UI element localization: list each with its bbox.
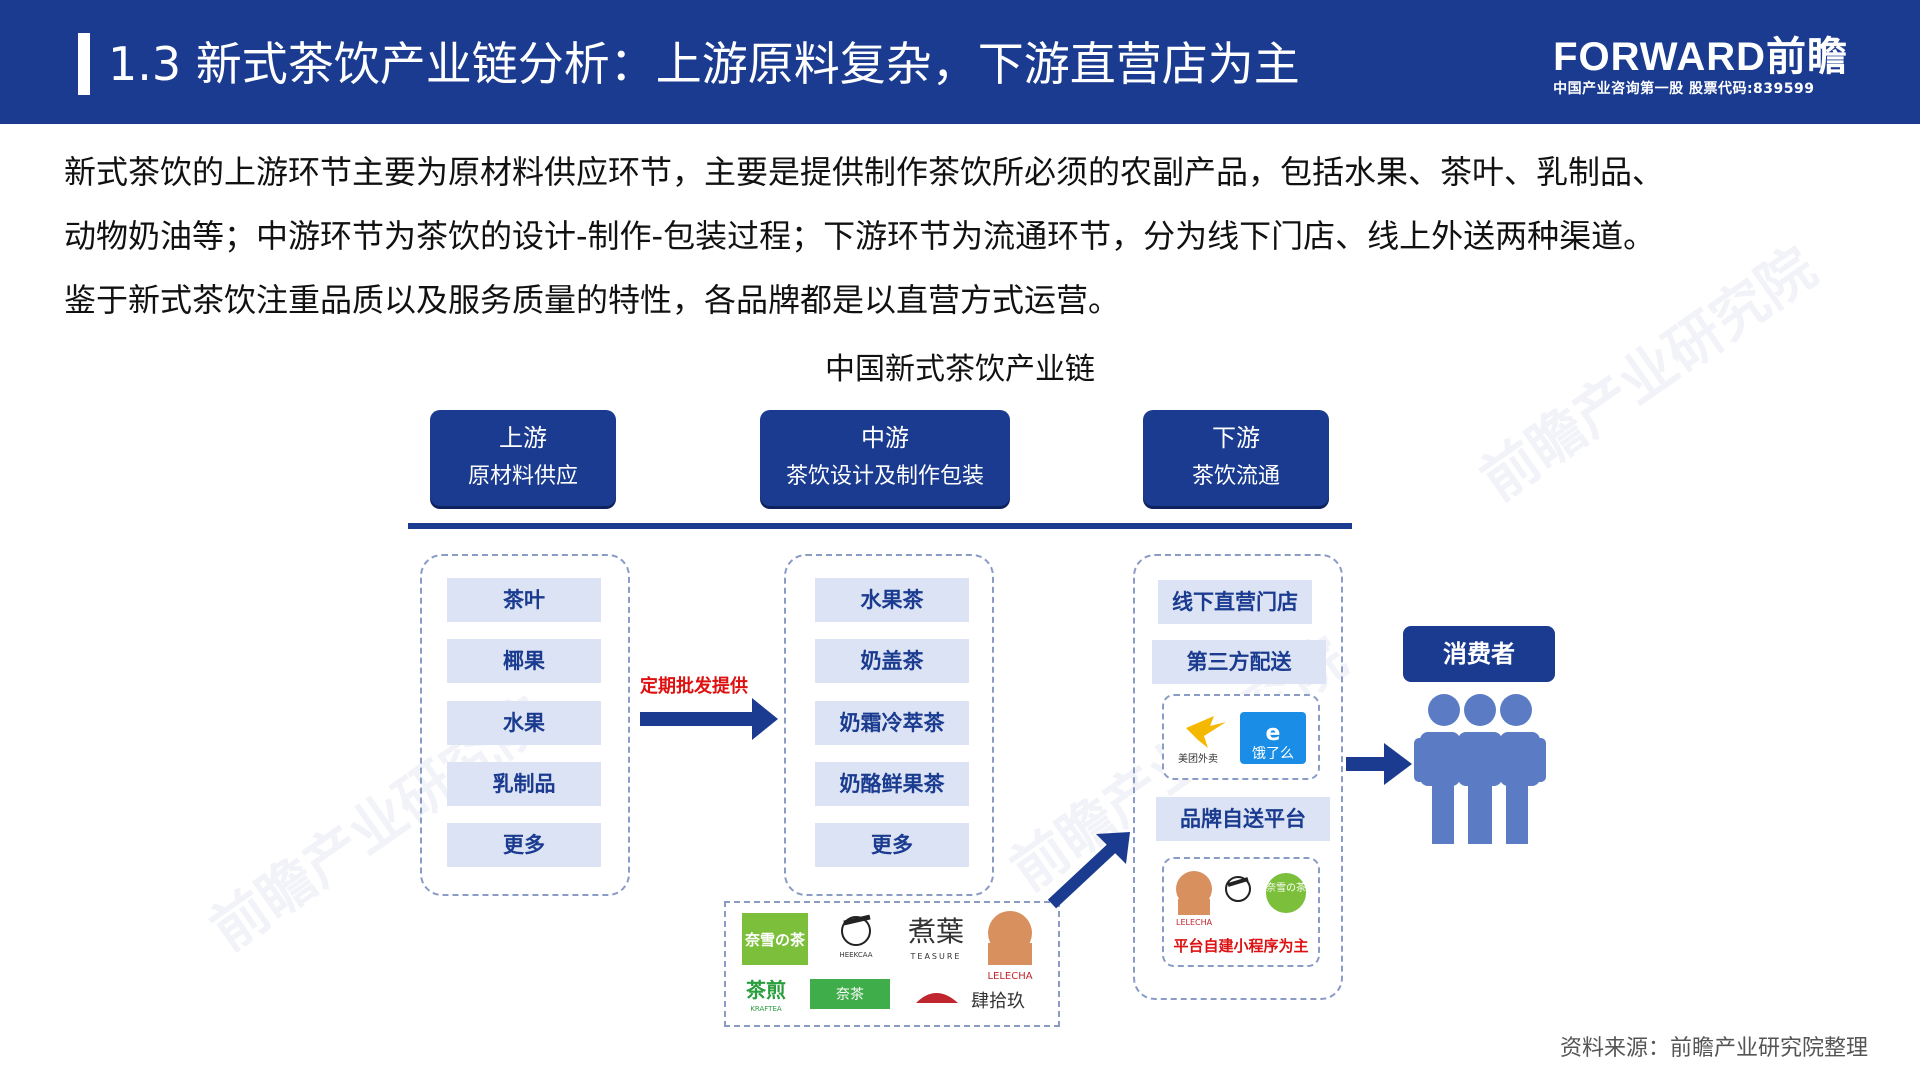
stage-desc: 茶饮流通 [1191, 464, 1280, 489]
intro-line: 动物奶油等；中游环节为茶饮的设计-制作-包装过程；下游环节为流通环节，分为线下门… [64, 217, 1656, 255]
midstream-item: 更多 [815, 823, 969, 867]
source-note: 资料来源：前瞻产业研究院整理 [1559, 1036, 1868, 1061]
upstream-item: 更多 [447, 823, 601, 867]
brand-subtitle: 中国产业咨询第一股 股票代码:839599 [1553, 81, 1815, 97]
brand-label: 奈茶 [836, 987, 864, 1003]
stage-upstream: 上游 原材料供应 [430, 410, 616, 506]
brand-logo: FORWARD前瞻 中国产业咨询第一股 股票代码:839599 [1553, 34, 1848, 98]
arrow-label: 定期批发提供 [640, 676, 748, 697]
naicha-brand-icon [810, 979, 890, 1009]
brand-platform-caption: 平台自建小程序为主 [1173, 937, 1308, 955]
stage-name: 下游 [1212, 424, 1260, 452]
naixue-label: 奈雪の茶 [1266, 881, 1306, 894]
intro-line: 鉴于新式茶饮注重品质以及服务质量的特性，各品牌都是以直营方式运营。 [64, 281, 1121, 319]
stage-name: 中游 [861, 424, 909, 452]
upstream-item: 水果 [447, 701, 601, 745]
stage-downstream: 下游 茶饮流通 [1143, 410, 1329, 506]
title-accent-bar [78, 33, 90, 95]
upstream-item: 茶叶 [447, 578, 601, 622]
lelecha-label: LELECHA [1176, 918, 1213, 927]
diagram-title: 中国新式茶饮产业链 [825, 352, 1095, 387]
naixue-icon [1266, 873, 1306, 913]
brand-label: LELECHA [987, 971, 1032, 982]
upstream-item: 椰果 [447, 639, 601, 683]
upstream-item: 乳制品 [447, 762, 601, 806]
consumer-group-icon [1414, 694, 1546, 844]
divider-line [408, 523, 1352, 529]
stage-midstream: 中游 茶饮设计及制作包装 [760, 410, 1010, 506]
brand-label: HEEKCAA [840, 951, 873, 959]
brand-label: 煮葉 [908, 915, 964, 948]
intro-paragraph: 新式茶饮的上游环节主要为原材料供应环节，主要是提供制作茶饮所必须的农副产品，包括… [64, 140, 1874, 332]
midstream-brand-logos-svg: 奈雪の茶 HEEKCAA 煮葉 TEASURE LELECHA 茶煎 KRAFT… [742, 911, 1033, 1013]
eleme-icon [1240, 712, 1306, 764]
brand-name: FORWARD前瞻 [1553, 35, 1848, 79]
delivery-logos: 美团外卖 e 饿了么 [1162, 694, 1320, 780]
stage-desc: 原材料供应 [467, 464, 578, 489]
naixue-brand-icon [742, 913, 808, 965]
midstream-item: 奶盖茶 [815, 639, 969, 683]
stage-name: 上游 [499, 424, 547, 452]
downstream-item: 品牌自送平台 [1156, 797, 1330, 841]
brand-label: 奈雪の茶 [744, 931, 806, 949]
meituan-icon [1186, 716, 1226, 748]
downstream-group [1133, 554, 1343, 1000]
meituan-label: 美团外卖 [1178, 752, 1218, 765]
stage-desc: 茶饮设计及制作包装 [785, 464, 984, 489]
arrow-right-icon [1346, 743, 1412, 785]
brand-label: TEASURE [910, 952, 962, 961]
brand-label: 肆拾玖 [971, 991, 1025, 1012]
header-bar: 1.3 新式茶饮产业链分析：上游原料复杂，下游直营店为主 FORWARD前瞻 中… [0, 0, 1920, 124]
downstream-item: 线下直营门店 [1158, 580, 1312, 624]
eleme-label: 饿了么 [1252, 746, 1294, 762]
brand-platform-logos-svg: LELECHA 奈雪の茶 平台自建小程序为主 [1173, 871, 1309, 955]
downstream-item: 第三方配送 [1152, 640, 1326, 684]
brand-label: KRAFTEA [750, 1005, 782, 1013]
teapot-icon [916, 993, 958, 1003]
page-title: 1.3 新式茶饮产业链分析：上游原料复杂，下游直营店为主 [108, 37, 1300, 91]
midstream-group [784, 554, 994, 896]
midstream-item: 水果茶 [815, 578, 969, 622]
midstream-item: 奶霜冷萃茶 [815, 701, 969, 745]
svg-text:e: e [1266, 721, 1281, 746]
consumer-label: 消费者 [1403, 626, 1555, 682]
delivery-logos-svg: 美团外卖 e 饿了么 [1178, 712, 1306, 765]
midstream-brand-logos: 奈雪の茶 HEEKCAA 煮葉 TEASURE LELECHA 茶煎 KRAFT… [724, 901, 1060, 1027]
intro-line: 新式茶饮的上游环节主要为原材料供应环节，主要是提供制作茶饮所必须的农副产品，包括… [64, 153, 1665, 191]
upstream-group [420, 554, 630, 896]
brand-label: 茶煎 [746, 978, 786, 1002]
brand-platform-logos: LELECHA 奈雪の茶 平台自建小程序为主 [1162, 857, 1320, 967]
arrow-right-icon [640, 698, 778, 740]
midstream-item: 奶酪鲜果茶 [815, 762, 969, 806]
lelecha-icon [1176, 871, 1212, 907]
